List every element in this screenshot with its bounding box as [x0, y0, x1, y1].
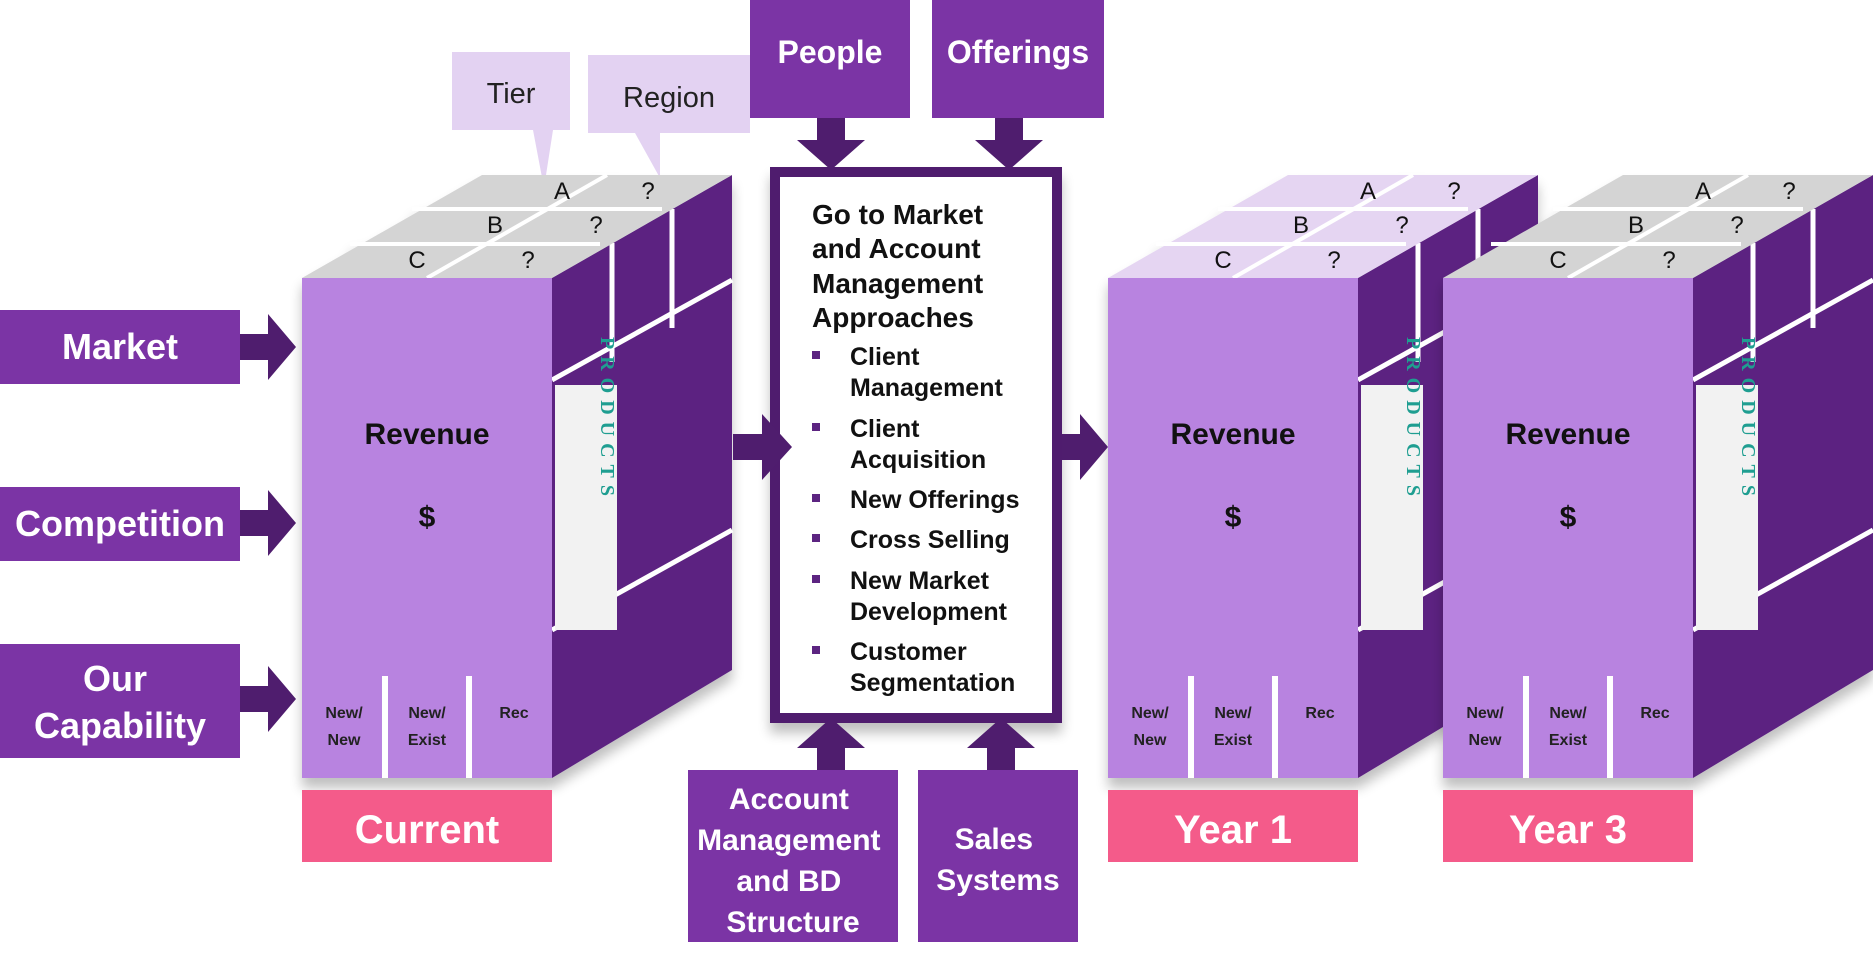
tier-b-question: ? [589, 212, 602, 239]
center-title-line: Approaches [812, 302, 974, 334]
tier-c: C [408, 247, 425, 274]
bottom-box-account-label: Account Management and BD Structure [697, 783, 889, 939]
center-box [770, 167, 1062, 723]
tier-a-question: ? [1447, 178, 1460, 205]
revenue-label: Revenue [1505, 418, 1630, 451]
input-competition: Competition [0, 487, 240, 561]
tier-a: A [554, 178, 570, 205]
tier-c-question: ? [521, 247, 534, 274]
col-new-exist: New/Exist [1549, 705, 1588, 749]
period-label: Year 3 [1509, 808, 1627, 852]
callout-tier-label: Tier [487, 78, 536, 110]
bottom-box-sales: Sales Systems [918, 770, 1078, 942]
col-new-new: New/New [325, 705, 363, 749]
tier-c: C [1214, 247, 1231, 274]
period-label-box [1443, 790, 1693, 862]
period-label: Current [355, 808, 499, 852]
revenue-dollar: $ [419, 501, 436, 534]
center-title-line: and Account [812, 233, 981, 265]
col-rec: Rec [1640, 705, 1669, 722]
tier-c-question: ? [1327, 247, 1340, 274]
top-box-offerings: Offerings [932, 0, 1104, 118]
bottom-box-account: Account Management and BD Structure [688, 770, 898, 942]
period-label-box [1108, 790, 1358, 862]
center-title-line: Go to Market [812, 199, 984, 230]
arrow-right-icon [733, 414, 792, 480]
col-new-exist: New/Exist [1214, 705, 1253, 749]
top-box-offerings-label: Offerings [947, 34, 1089, 70]
center-title-line: Management [812, 267, 984, 299]
col-rec: Rec [499, 705, 528, 722]
bottom-box-sales-label: Sales Systems [936, 823, 1059, 897]
approach-item: New Offerings [812, 485, 1062, 516]
input-capability-label: Our Capability [34, 658, 206, 746]
flow-arrows [733, 414, 1108, 480]
tier-a-question: ? [641, 178, 654, 205]
tier-c: C [1549, 247, 1566, 274]
col-new-new: New/New [1466, 705, 1504, 749]
products-label: PRODUCTS [596, 337, 618, 503]
revenue-label: Revenue [1170, 418, 1295, 451]
approach-item: Cross Selling [812, 525, 1062, 556]
cube-current: C ? B ? A ? Revenue $ PRODUCTS New/New N… [302, 173, 734, 862]
tier-b: B [487, 212, 503, 239]
col-new-new: New/New [1131, 705, 1169, 749]
bottom-arrows [797, 718, 1035, 770]
center-box-title: Go to Market and Account Management Appr… [812, 198, 1062, 336]
tier-b-question: ? [1730, 212, 1743, 239]
arrow-down-icon [975, 118, 1043, 170]
tier-a: A [1360, 178, 1376, 205]
input-competition-label: Competition [15, 503, 225, 544]
arrow-right-icon [1062, 414, 1108, 480]
tier-c-question: ? [1662, 247, 1675, 274]
products-label: PRODUCTS [1737, 337, 1759, 503]
revenue-label: Revenue [364, 418, 489, 451]
arrow-right-icon [240, 666, 296, 732]
revenue-dollar: $ [1225, 501, 1242, 534]
tier-b-question: ? [1395, 212, 1408, 239]
products-panel [555, 385, 617, 630]
arrow-down-icon [797, 118, 865, 170]
arrow-right-icon [240, 490, 296, 556]
top-arrows [797, 118, 1043, 170]
products-label: PRODUCTS [1402, 337, 1424, 503]
callout-region: Region [588, 55, 750, 178]
top-box-people-label: People [778, 34, 883, 70]
period-label-box [302, 790, 552, 862]
callout-region-label: Region [623, 82, 715, 114]
tier-a: A [1695, 178, 1711, 205]
tier-b: B [1293, 212, 1309, 239]
arrow-right-icon [240, 314, 296, 380]
revenue-dollar: $ [1560, 501, 1577, 534]
callout-tier: Tier [452, 52, 570, 188]
cube-year3: C ? B ? A ? Revenue $ PRODUCTS New/New N… [1443, 173, 1873, 862]
period-label: Year 1 [1174, 808, 1292, 852]
top-box-people: People [750, 0, 910, 118]
arrow-up-icon [797, 718, 865, 770]
tier-a-question: ? [1782, 178, 1795, 205]
col-new-exist: New/Exist [408, 705, 447, 749]
tier-b: B [1628, 212, 1644, 239]
arrow-up-icon [967, 718, 1035, 770]
col-rec: Rec [1305, 705, 1334, 722]
input-arrows [240, 314, 296, 732]
cube-front-face [302, 278, 552, 778]
input-capability: Our Capability [0, 644, 240, 758]
input-market-label: Market [62, 326, 178, 367]
input-market: Market [0, 310, 240, 384]
